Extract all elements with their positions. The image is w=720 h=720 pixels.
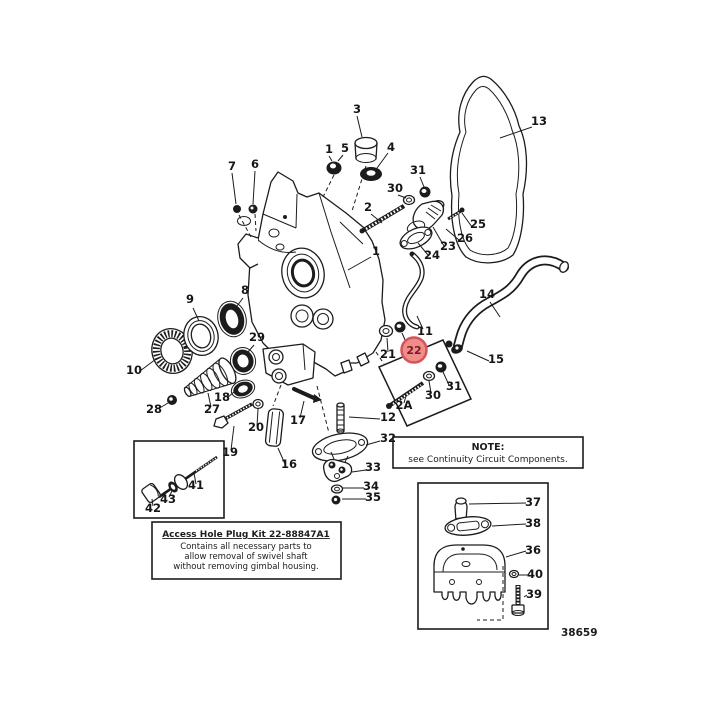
access-kit-line3: without removing gimbal housing.: [173, 562, 319, 572]
callout-32[interactable]: 32: [380, 431, 396, 445]
callout-29[interactable]: 29: [249, 330, 265, 344]
callout-37[interactable]: 37: [525, 495, 541, 509]
bearing-group-drawing: [151, 300, 257, 375]
stud-drawing: [359, 186, 431, 234]
anode-kit-box: [417, 482, 549, 630]
strap-drawing: [378, 251, 425, 338]
access-kit-line1: Contains all necessary parts to: [180, 542, 311, 552]
note-body: see Continuity Circuit Components.: [408, 455, 567, 465]
callout-40[interactable]: 40: [527, 567, 543, 581]
callout-21[interactable]: 21: [380, 347, 396, 361]
hose-drawing: [445, 255, 569, 354]
callout-2A[interactable]: 2A: [396, 398, 413, 412]
callout-31-top[interactable]: 31: [410, 163, 426, 177]
callout-1-housing[interactable]: 1: [372, 244, 380, 258]
note-box: NOTE: see Continuity Circuit Components.: [392, 436, 584, 469]
callout-30-kit[interactable]: 30: [425, 388, 441, 402]
callout-39[interactable]: 39: [526, 587, 542, 601]
bottom-gasket-drawing: [311, 432, 369, 505]
access-kit-text-box: Access Hole Plug Kit 22-88847A1 Contains…: [151, 521, 342, 580]
access-kit-line2: allow removal of swivel shaft: [184, 552, 308, 562]
callout-labels: 3 4 1 5 7 6 31 30 2 23 24 25 26 13 1 11 …: [126, 102, 547, 601]
callout-25[interactable]: 25: [470, 217, 486, 231]
callout-30-top[interactable]: 30: [387, 181, 403, 195]
gimbal-housing-drawing: [237, 171, 386, 386]
callout-18[interactable]: 18: [214, 390, 230, 404]
callout-35[interactable]: 35: [365, 490, 381, 504]
access-kit-title: Access Hole Plug Kit 22-88847A1: [162, 530, 330, 540]
callout-43[interactable]: 43: [160, 492, 176, 506]
lower-parts-drawing: [213, 379, 345, 447]
callout-36[interactable]: 36: [525, 543, 541, 557]
callout-5[interactable]: 5: [341, 141, 349, 155]
callout-3[interactable]: 3: [353, 102, 361, 116]
callout-16[interactable]: 16: [281, 457, 297, 471]
callout-8[interactable]: 8: [241, 283, 249, 297]
access-kit-parts-box: [133, 440, 225, 519]
callout-34[interactable]: 34: [363, 479, 379, 493]
callout-33[interactable]: 33: [365, 460, 381, 474]
callout-20[interactable]: 20: [248, 420, 264, 434]
callout-10[interactable]: 10: [126, 363, 142, 377]
callout-2[interactable]: 2: [364, 200, 372, 214]
callout-27[interactable]: 27: [204, 402, 220, 416]
transom-gasket-drawing: [449, 75, 528, 264]
callout-42[interactable]: 42: [145, 501, 161, 515]
callout-14[interactable]: 14: [479, 287, 495, 301]
leader-lines: [139, 115, 533, 598]
highlight-circle-22[interactable]: 22: [400, 336, 428, 364]
alignment-dashed-lines: [238, 165, 385, 434]
callout-17[interactable]: 17: [290, 413, 306, 427]
callout-23[interactable]: 23: [440, 239, 456, 253]
callout-38[interactable]: 38: [525, 516, 541, 530]
callout-15[interactable]: 15: [488, 352, 504, 366]
callout-4[interactable]: 4: [387, 140, 395, 154]
bellows-drawing: [167, 357, 237, 405]
callout-6[interactable]: 6: [251, 157, 259, 171]
callout-1-plug[interactable]: 1: [325, 142, 333, 156]
callout-31-kit[interactable]: 31: [446, 379, 462, 393]
top-plugs-drawing: [233, 136, 382, 226]
callout-22[interactable]: 22: [406, 344, 421, 357]
callout-12[interactable]: 12: [380, 410, 396, 424]
callout-28[interactable]: 28: [146, 402, 162, 416]
callout-11[interactable]: 11: [417, 324, 433, 338]
callout-7[interactable]: 7: [228, 159, 236, 173]
callout-19[interactable]: 19: [222, 445, 238, 459]
drawing-number: 38659: [561, 627, 598, 639]
callout-41[interactable]: 41: [188, 478, 204, 492]
callout-24[interactable]: 24: [424, 248, 440, 262]
callout-13[interactable]: 13: [531, 114, 547, 128]
callout-26[interactable]: 26: [457, 231, 473, 245]
note-title: NOTE:: [472, 442, 505, 453]
callout-9[interactable]: 9: [186, 292, 194, 306]
elbow-drawing: [399, 200, 465, 250]
